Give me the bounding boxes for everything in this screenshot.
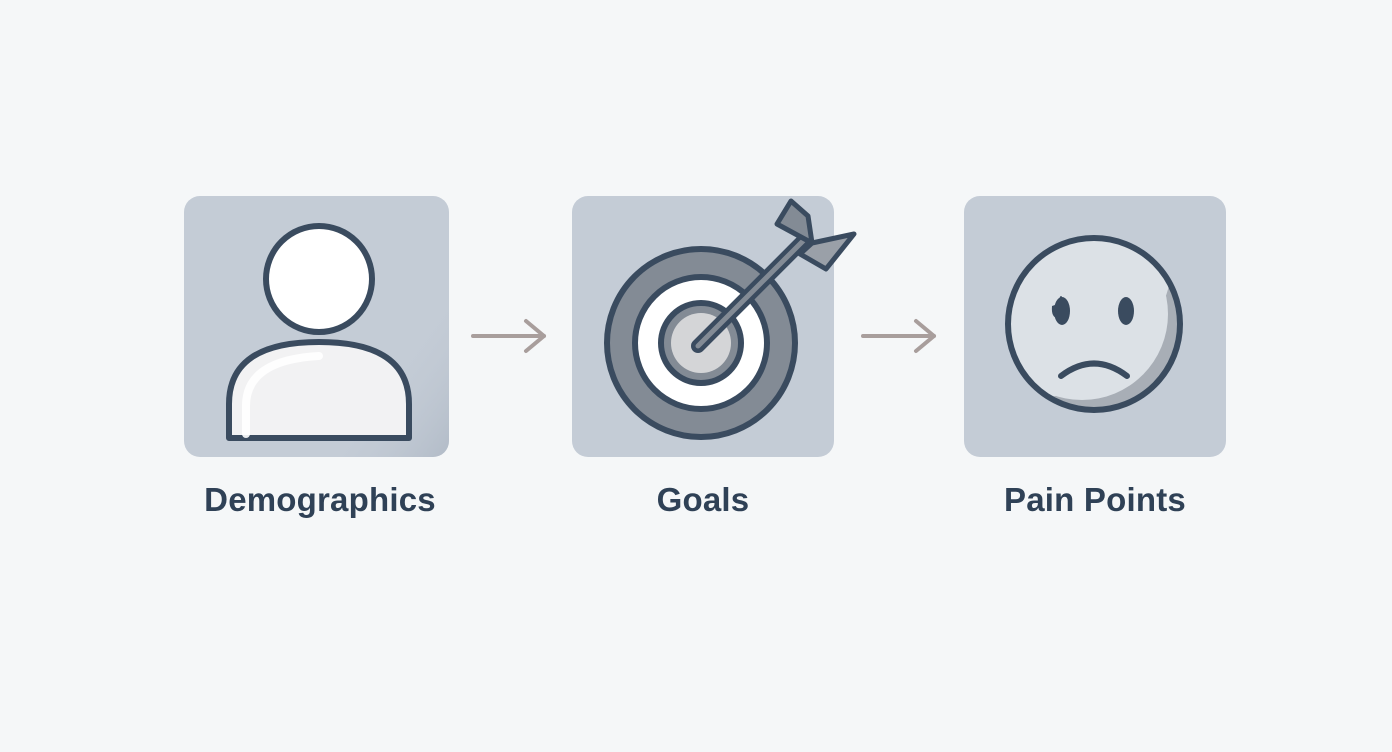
pain-points-label: Pain Points bbox=[1004, 481, 1186, 518]
demographics-tile bbox=[184, 196, 449, 457]
right-arrow-icon bbox=[471, 319, 546, 353]
person-icon bbox=[226, 223, 449, 457]
sad-face-icon bbox=[1005, 235, 1183, 413]
demographics-label: Demographics bbox=[204, 481, 436, 518]
goals-tile bbox=[572, 196, 857, 457]
goals-label: Goals bbox=[656, 481, 750, 518]
target-with-arrow-icon bbox=[604, 198, 857, 440]
right-arrow-icon bbox=[861, 319, 936, 353]
pain-points-tile bbox=[964, 196, 1226, 457]
